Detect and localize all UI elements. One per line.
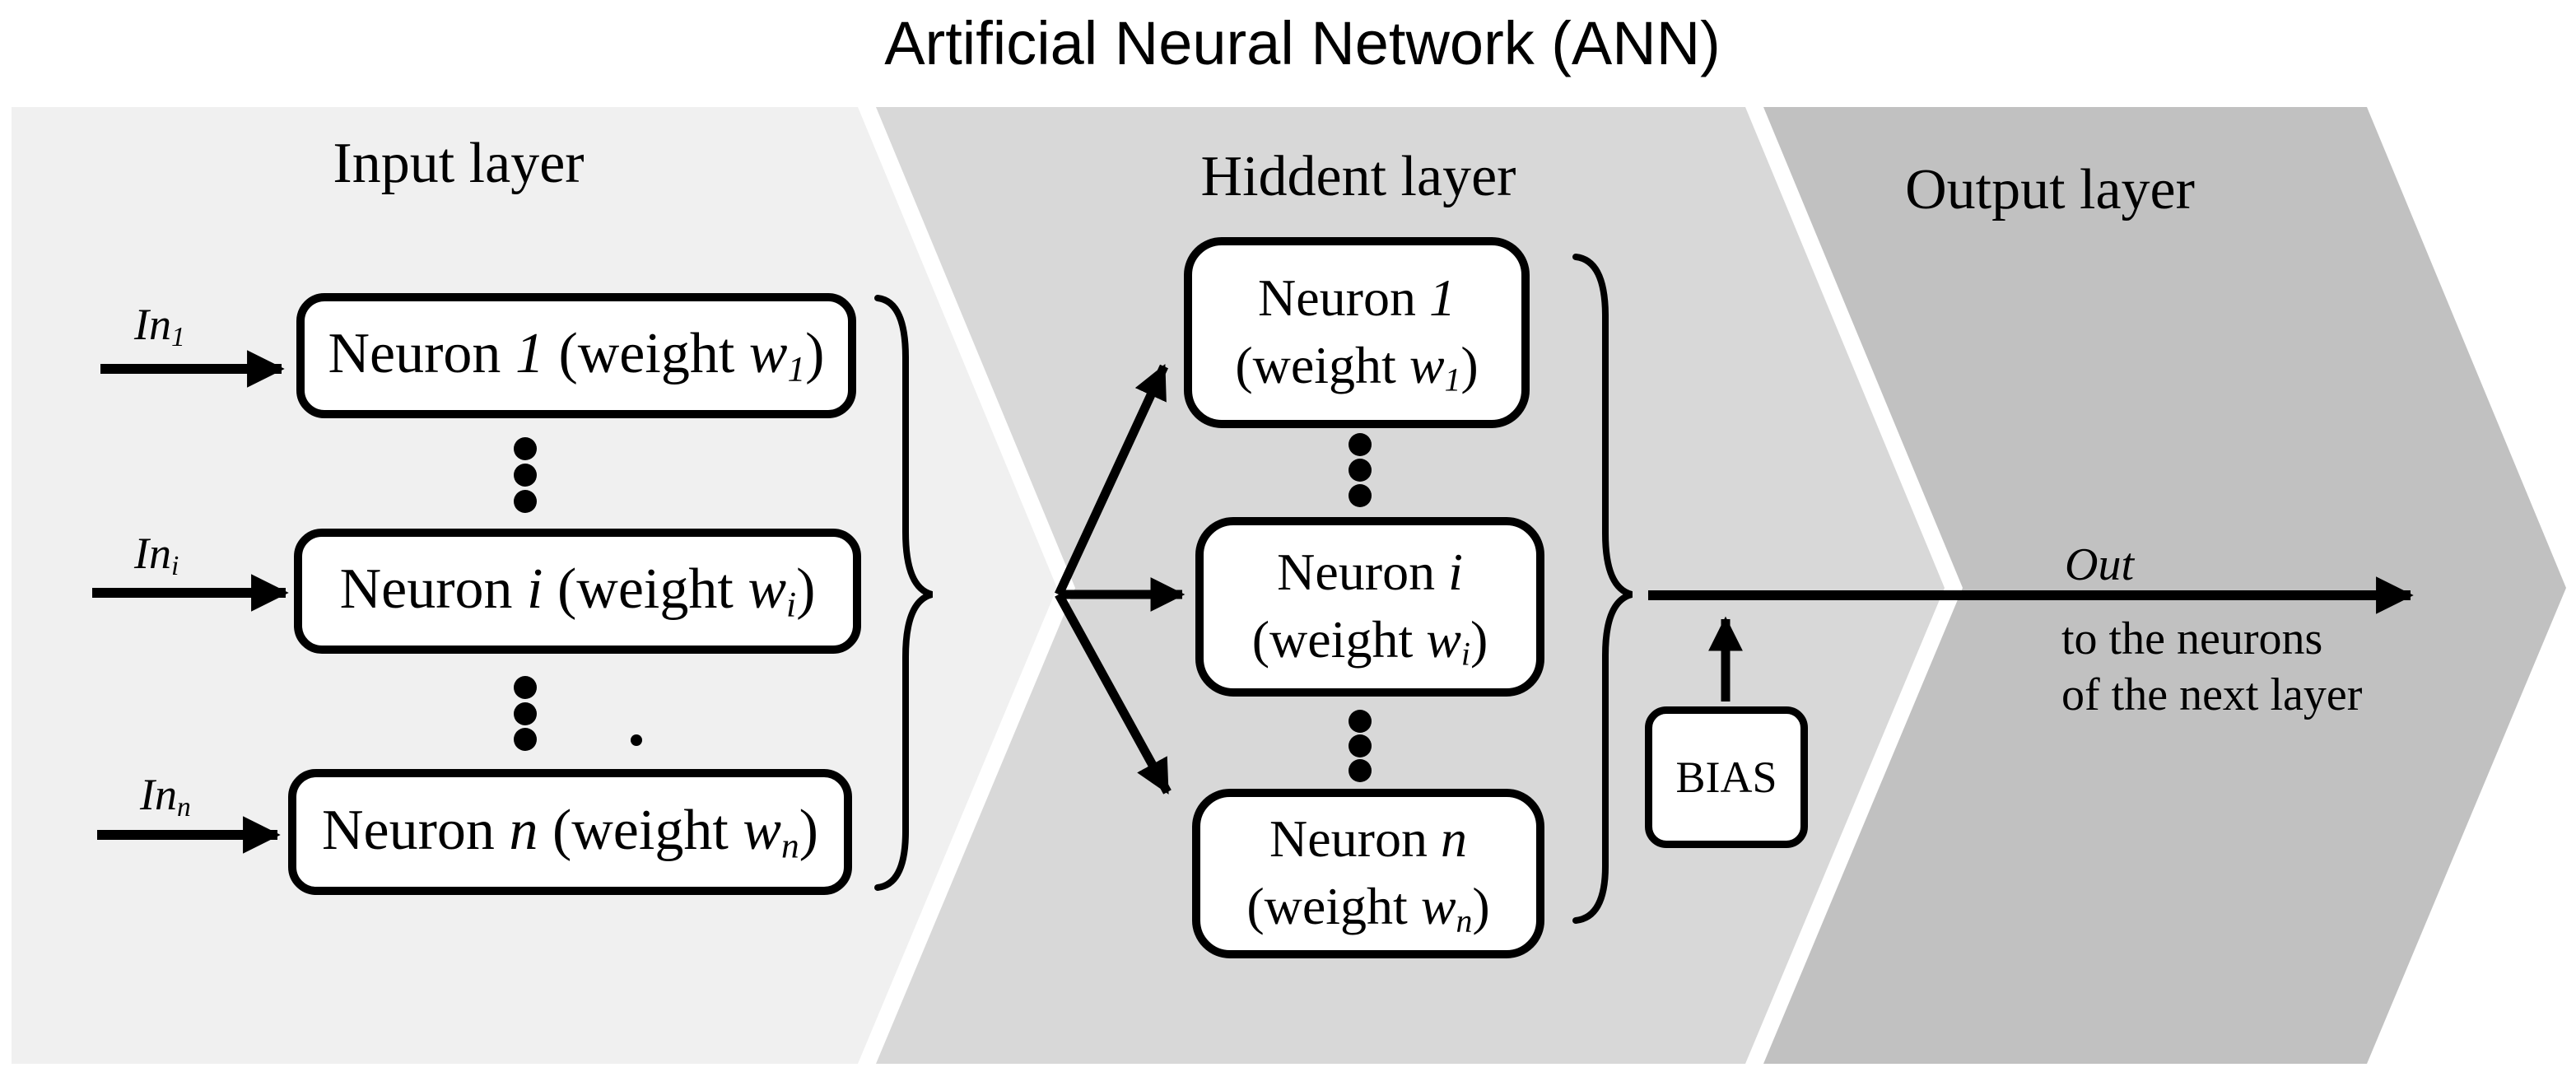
fan-arrow-to-hidden-n: [1055, 592, 1172, 795]
input-signal-label-i: Ini: [134, 531, 179, 580]
hidden-ellipsis-dots-bottom: [1349, 710, 1372, 782]
neuron-label-line2: (weight wi): [1251, 609, 1488, 673]
input-group-brace: [874, 295, 934, 891]
input-neuron-n-box: Neuron n (weight wn): [288, 769, 852, 895]
input-signal-base: In: [134, 529, 171, 578]
input-ellipsis-dots-bottom: [514, 676, 642, 751]
input-signal-base: In: [140, 770, 177, 819]
input-layer-heading: Input layer: [333, 132, 585, 195]
output-signal-label: Out: [2065, 539, 2134, 590]
neuron-label-line1: Neuron 1: [1258, 268, 1456, 327]
input-signal-subscript: n: [176, 792, 191, 823]
neuron-label-line2: (weight wn): [1246, 876, 1490, 939]
neuron-label-line1: Neuron i: [1277, 542, 1463, 601]
hidden-group-brace: [1572, 254, 1633, 924]
fan-arrow-to-hidden-1: [1055, 363, 1168, 597]
hidden-neuron-n-box: Neuron n (weight wn): [1192, 789, 1544, 958]
neuron-label: Neuron i (weight wi): [339, 557, 816, 625]
output-note-line2: of the next layer: [2061, 669, 2363, 720]
output-layer-heading: Output layer: [1905, 158, 2195, 221]
neuron-label: Neuron n (weight wn): [322, 798, 818, 866]
output-note-line1: to the neurons: [2061, 613, 2323, 664]
hidden-neuron-1-box: Neuron 1 (weight w1): [1184, 237, 1530, 428]
hidden-ellipsis-dots-top: [1349, 433, 1372, 507]
page-title: Artificial Neural Network (ANN): [884, 9, 1721, 77]
input-signal-subscript: 1: [170, 322, 185, 353]
input-signal-label-1: In1: [134, 302, 185, 352]
input-signal-base: In: [134, 300, 171, 349]
neuron-label: Neuron 1 (weight w1): [328, 322, 825, 389]
input-ellipsis-dots-top: [514, 437, 537, 513]
bias-box: BIAS: [1645, 706, 1808, 848]
input-signal-subscript: i: [170, 551, 179, 582]
stray-dot: [631, 734, 642, 746]
bias-label: BIAS: [1675, 753, 1777, 802]
hidden-neuron-i-box: Neuron i (weight wi): [1195, 517, 1544, 697]
neuron-label-line1: Neuron n: [1269, 809, 1467, 868]
output-layer-chevron: [1763, 107, 2566, 1064]
input-neuron-1-box: Neuron 1 (weight w1): [296, 293, 856, 418]
input-signal-label-n: Inn: [140, 772, 191, 822]
hidden-layer-heading: Hiddent layer: [1200, 145, 1516, 208]
input-neuron-i-box: Neuron i (weight wi): [294, 529, 861, 654]
neuron-label-line2: (weight w1): [1235, 335, 1479, 399]
